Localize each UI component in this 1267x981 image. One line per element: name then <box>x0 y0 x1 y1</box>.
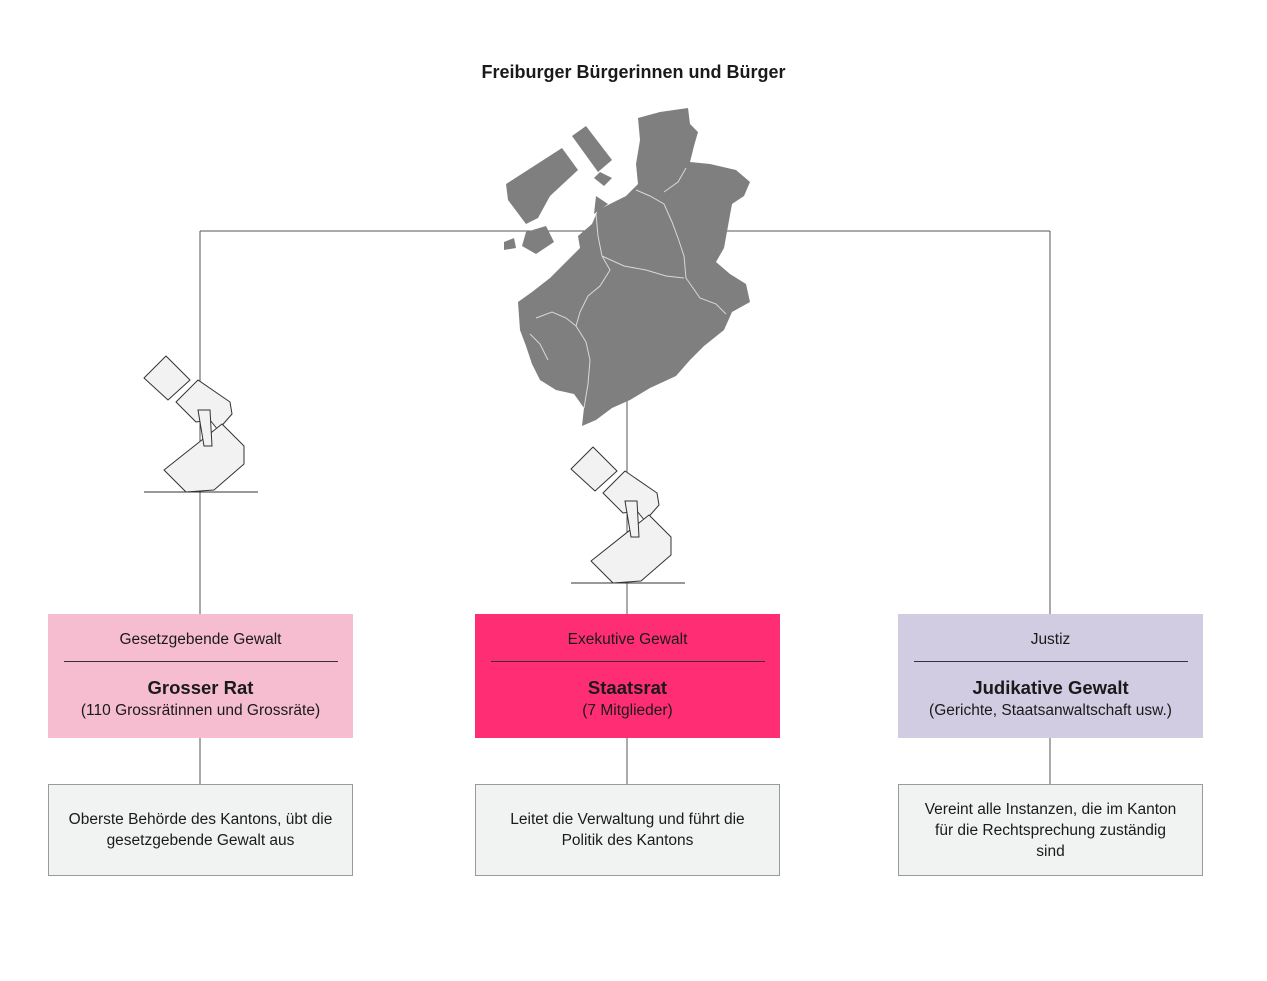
executive-box: Exekutive Gewalt Staatsrat (7 Mitglieder… <box>475 614 780 738</box>
branch-name: Judikative Gewalt <box>972 677 1129 698</box>
branch-detail: (7 Mitglieder) <box>582 702 673 719</box>
branch-category: Exekutive Gewalt <box>567 631 688 648</box>
legislative-description: Oberste Behörde des Kantons, übt die ges… <box>48 784 353 876</box>
judicial-box: Justiz Judikative Gewalt (Gerichte, Staa… <box>898 614 1203 738</box>
branch-name: Grosser Rat <box>147 677 254 698</box>
branch-name: Staatsrat <box>587 677 668 698</box>
canton-fribourg-map-icon <box>504 108 750 426</box>
diagram-title: Freiburger Bürgerinnen und Bürger <box>481 62 786 82</box>
divider <box>490 661 765 662</box>
divider <box>913 661 1188 662</box>
description-text: Oberste Behörde des Kantons, übt die ges… <box>68 811 333 849</box>
branch-category: Justiz <box>1030 631 1071 648</box>
description-text: Vereint alle Instanzen, die im Kanton fü… <box>924 800 1177 860</box>
branch-detail: (110 Grossrätinnen und Grossräte) <box>80 702 321 719</box>
branch-detail: (Gerichte, Staatsanwaltschaft usw.) <box>929 702 1172 719</box>
ballot-box-icon <box>143 355 258 493</box>
ballot-box-icon <box>570 446 685 584</box>
executive-description: Leitet die Verwaltung und führt die Poli… <box>475 784 780 876</box>
judicial-description: Vereint alle Instanzen, die im Kanton fü… <box>898 784 1203 876</box>
description-text: Leitet die Verwaltung und führt die Poli… <box>510 811 745 849</box>
divider <box>63 661 338 662</box>
branch-category: Gesetzgebende Gewalt <box>119 631 282 648</box>
legislative-box: Gesetzgebende Gewalt Grosser Rat (110 Gr… <box>48 614 353 738</box>
